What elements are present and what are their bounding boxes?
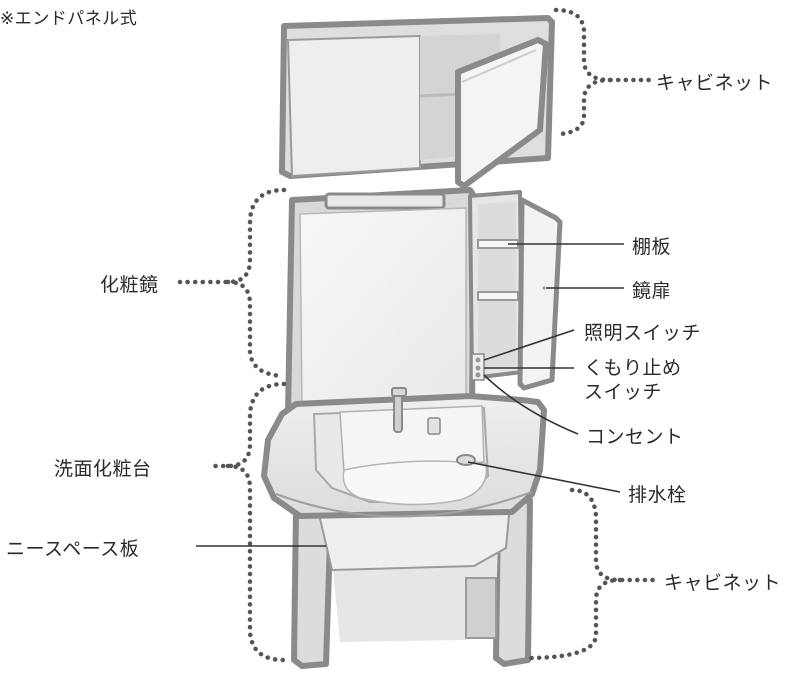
label-antifog-line2: スイッチ <box>584 381 663 403</box>
dotted-brackets <box>177 7 663 663</box>
leader-light-switch <box>483 329 575 361</box>
label-vanity: 洗面化粧台 <box>54 458 152 480</box>
note-end-panel: ※エンドパネル式 <box>0 9 138 29</box>
vanity-body <box>261 387 547 669</box>
leader-drain <box>467 461 621 493</box>
mirror-unit <box>285 187 563 423</box>
label-outlet: コンセント <box>586 426 684 448</box>
label-cabinet-top: キャビネット <box>656 72 774 94</box>
label-shelf: 棚板 <box>632 236 672 258</box>
label-mirror-door: 鏡扉 <box>632 280 672 302</box>
leader-outlet <box>483 374 579 435</box>
label-drain-plug: 排水栓 <box>628 484 687 506</box>
label-knee-space-panel: ニースペース板 <box>6 538 140 560</box>
top-cabinet <box>279 15 555 189</box>
label-cabinet-bottom: キャビネット <box>664 572 782 594</box>
label-antifog-switch: くもり止め スイッチ <box>584 356 682 404</box>
label-mirror: 化粧鏡 <box>100 274 159 296</box>
label-light-switch: 照明スイッチ <box>584 322 702 344</box>
label-antifog-line1: くもり止め <box>584 357 682 379</box>
leader-lines <box>196 243 624 547</box>
